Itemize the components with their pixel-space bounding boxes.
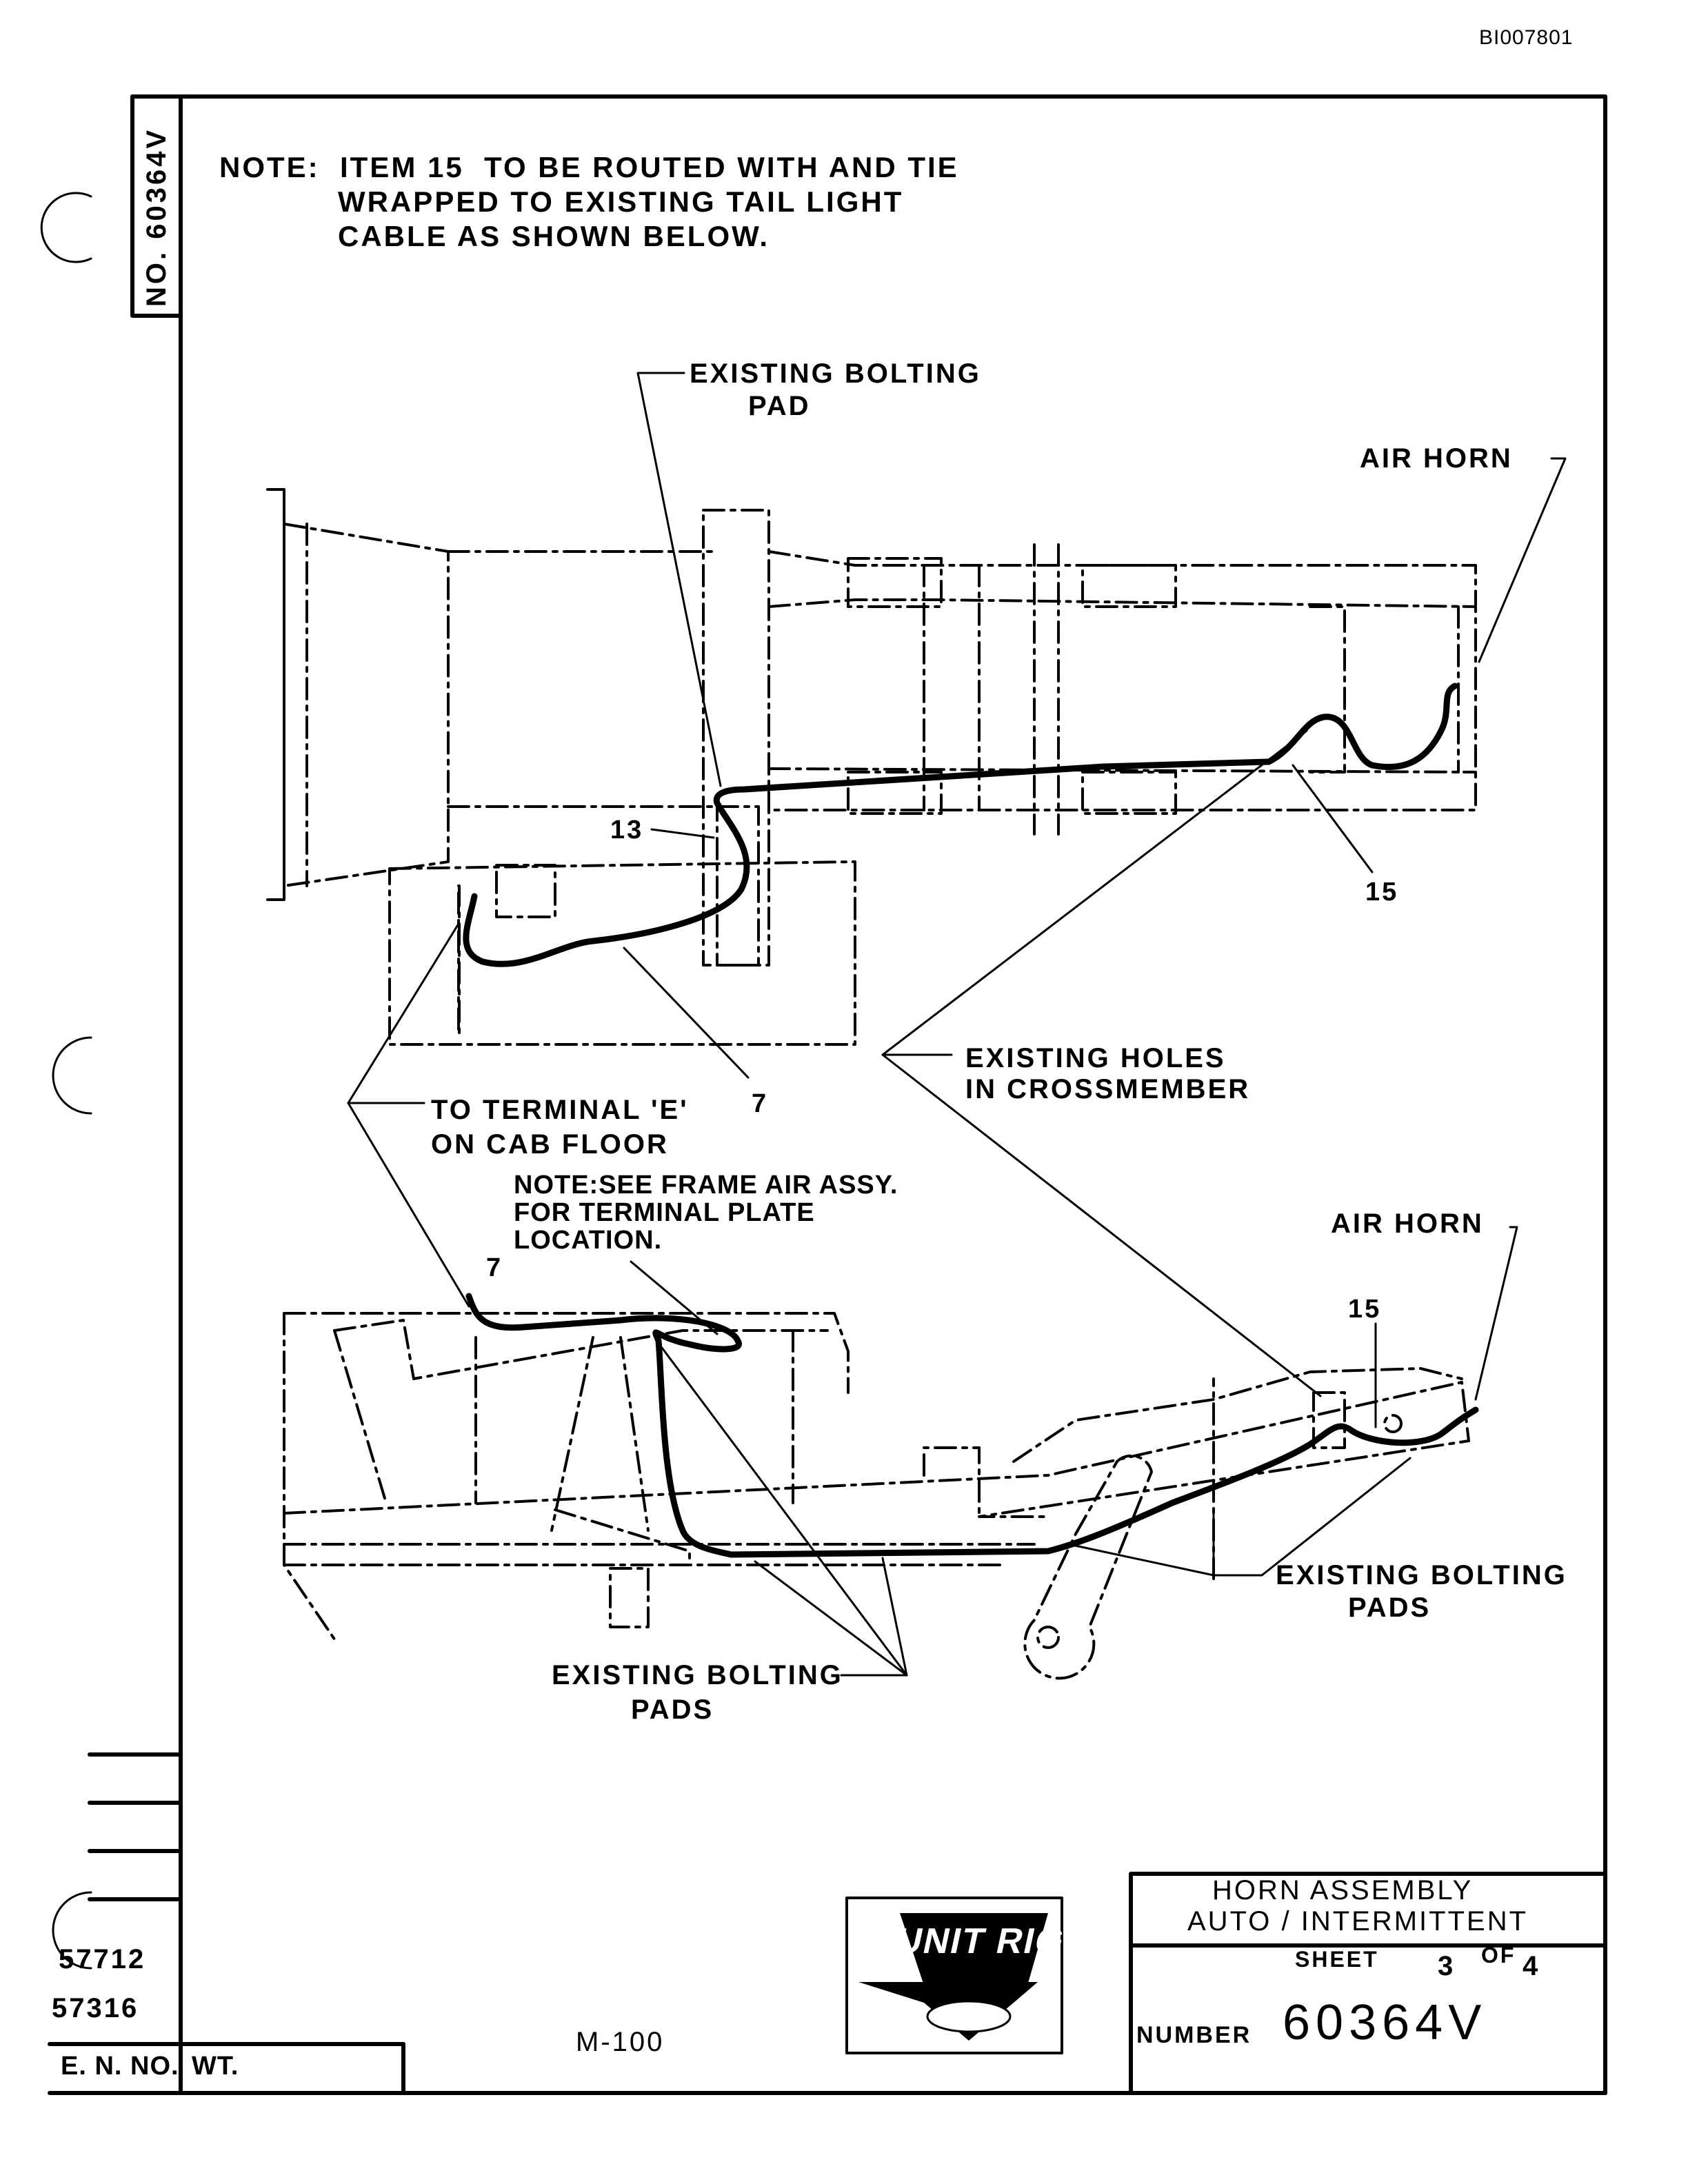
label-existing-bolting-pad-2: PAD [748,391,811,421]
side-view-leaders [630,1226,1518,1677]
label-item-13: 13 [610,816,644,845]
drawing-border [48,94,1607,2095]
label-item-15-side: 15 [1348,1295,1382,1324]
label-bolting-pads-right-2: PADS [1348,1593,1431,1623]
side-tab-box [130,94,183,318]
side-tab-number: NO. 60364V [141,127,172,307]
label-item-7-top: 7 [752,1089,769,1118]
title-line-1: HORN ASSEMBLY [1212,1875,1474,1905]
title-line-2: AUTO / INTERMITTENT [1187,1906,1529,1937]
side-note-2: FOR TERMINAL PLATE [514,1198,815,1227]
label-air-horn-top: AIR HORN [1360,443,1513,474]
label-air-horn-side: AIR HORN [1331,1209,1484,1239]
eno-label: E. N. NO. [61,2052,179,2081]
label-terminal-2: ON CAB FLOOR [431,1129,669,1160]
drawing-number: 60364V [1283,1995,1487,2050]
eno-entry-1: 57712 [59,1944,146,1974]
top-view-cable [463,682,1458,967]
label-bolting-pads-right-1: EXISTING BOLTING [1276,1560,1567,1590]
punch-holes [40,192,92,1970]
label-terminal-1: TO TERMINAL 'E' [431,1095,689,1125]
revision-block-lines [48,1752,405,2095]
label-bolting-pads-bottom-2: PADS [631,1695,714,1725]
side-view-cable [465,1293,1479,1558]
title-block [1129,1872,1607,2095]
document-id: BI007801 [1479,26,1574,49]
top-view-frame [266,488,1477,1046]
label-bolting-pads-bottom-1: EXISTING BOLTING [552,1660,843,1690]
label-item-7-side: 7 [486,1253,503,1282]
side-note-3: LOCATION. [514,1226,663,1255]
label-item-15-top: 15 [1365,878,1399,907]
note-line-1: NOTE: ITEM 15 TO BE ROUTED WITH AND TIE [219,151,959,183]
sheet-label: SHEET [1295,1947,1379,1972]
logo-wordmark: UNIT RIG [892,1921,1069,1961]
label-existing-bolting-pad-1: EXISTING BOLTING [690,358,981,389]
of-label: OF [1481,1943,1516,1968]
sheet-number: 3 [1438,1951,1456,1981]
unit-rig-logo [858,1913,1048,2041]
top-view-leaders [347,372,1567,1397]
side-note-1: NOTE:SEE FRAME AIR ASSY. [514,1171,898,1200]
note-line-3: CABLE AS SHOWN BELOW. [338,220,770,252]
sheet-total: 4 [1523,1951,1540,1981]
note-line-2: WRAPPED TO EXISTING TAIL LIGHT [338,185,904,218]
wt-label: WT. [192,2052,239,2081]
label-existing-holes-2: IN CROSSMEMBER [965,1074,1251,1104]
label-existing-holes-1: EXISTING HOLES [965,1043,1226,1073]
number-label: NUMBER [1136,2022,1252,2048]
logo-box [845,1897,1063,2054]
eno-entry-2: 57316 [52,1993,139,2023]
model-number: M-100 [576,2027,665,2057]
side-view-frame [283,1312,1470,1680]
